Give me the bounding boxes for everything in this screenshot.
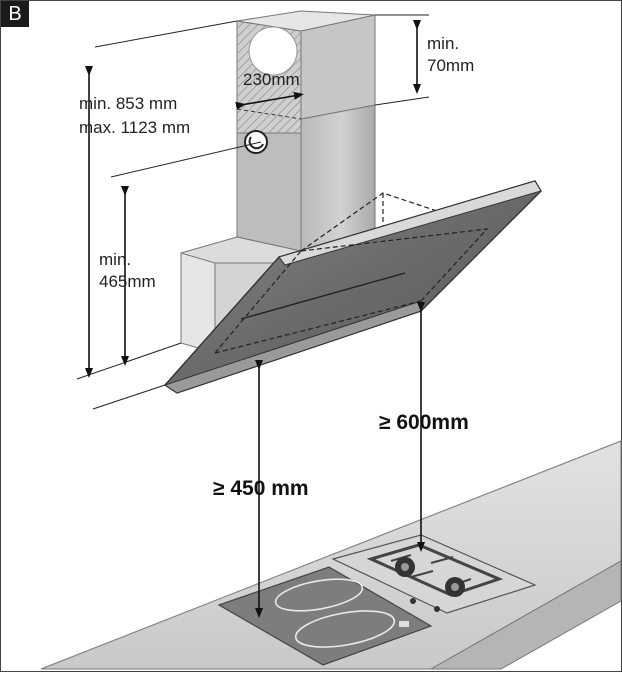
worktop (40, 440, 622, 670)
duct-width-label: 230mm (243, 70, 300, 89)
overall-max-label: max. 1123 mm (79, 118, 191, 137)
chimney-duct (236, 10, 376, 252)
lower-min-prefix-label: min. (99, 250, 132, 269)
top-gap-value-label: 70mm (427, 56, 475, 75)
hood-glass-panel (163, 180, 542, 394)
gas-hob-distance-label: ≥ 600mm (379, 411, 469, 434)
electric-hob-distance-label: ≥ 450 mm (213, 477, 309, 500)
top-gap-prefix-label: min. (427, 34, 460, 53)
electric-hob (217, 566, 433, 666)
lower-min-value-label: 465mm (99, 272, 156, 291)
dimension-arrows (85, 20, 425, 618)
reference-lines (76, 14, 430, 410)
figure-badge: B (1, 1, 29, 27)
overall-min-label: min. 853 mm (79, 94, 178, 113)
gas-hob (331, 534, 537, 614)
